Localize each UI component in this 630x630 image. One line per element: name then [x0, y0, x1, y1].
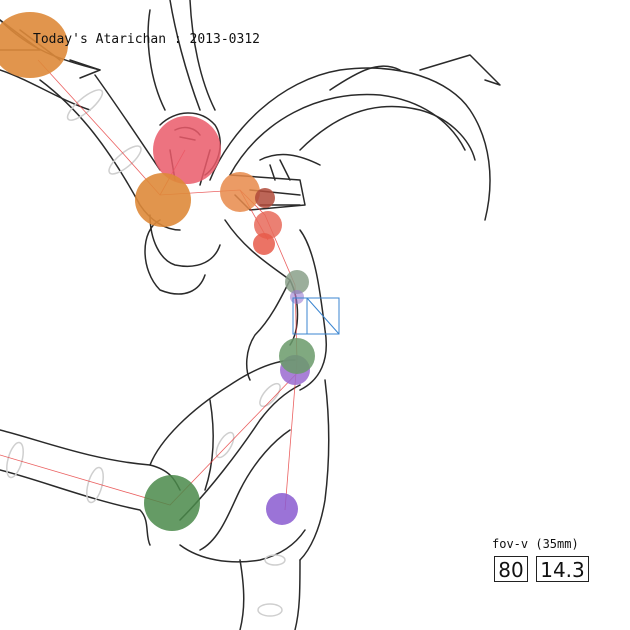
joint-hip-green	[279, 338, 315, 374]
fov-focal-field[interactable]: 14.3	[536, 556, 589, 582]
skeleton-joints	[0, 12, 315, 531]
joint-hand-left	[0, 12, 68, 78]
joint-neck-3	[253, 233, 275, 255]
guide-ellipses	[6, 89, 286, 617]
joint-spine	[290, 290, 304, 304]
joint-chest	[285, 270, 309, 294]
page-title: Today's Atarichan : 2013-0312	[33, 32, 260, 47]
joint-shoulder-right	[220, 172, 260, 212]
fov-label: fov-v (35mm)	[492, 537, 579, 551]
joint-shoulder-left	[135, 173, 191, 227]
joint-knee-purple	[266, 493, 298, 525]
character-sketch	[0, 0, 501, 630]
fov-angle-field[interactable]: 80	[494, 556, 528, 582]
joint-neck-2	[254, 211, 282, 239]
joint-head	[153, 116, 221, 184]
joint-neck-1	[255, 188, 275, 208]
joint-knee-green	[144, 475, 200, 531]
camera-gizmo[interactable]	[292, 297, 340, 335]
